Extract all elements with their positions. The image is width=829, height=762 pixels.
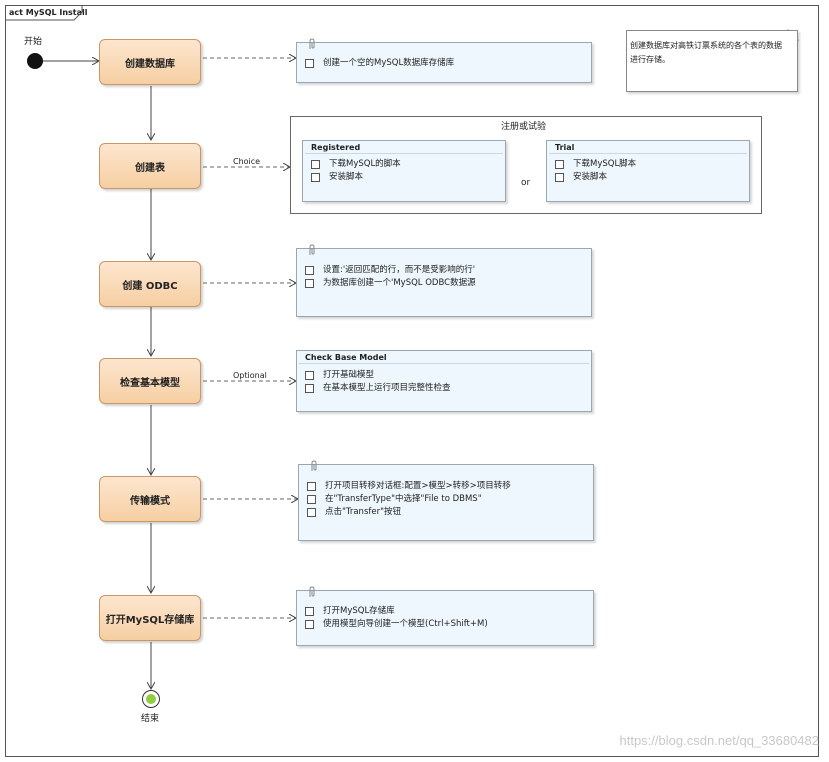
side-note-line-2: 进行存储。 <box>630 55 670 64</box>
checkbox[interactable] <box>305 607 314 616</box>
checklist-item[interactable]: 创建一个空的MySQL数据库存储库 <box>305 57 591 70</box>
note-create-odbc[interactable]: 设置:'返回匹配的行，而不是受影响的行' 为数据库创建一个'MySQL ODBC… <box>296 244 592 317</box>
checkbox[interactable] <box>307 495 316 504</box>
action-create-odbc[interactable]: 创建 ODBC <box>99 261 201 307</box>
note-check-base-model[interactable]: Check Base Model 打开基础模型 在基本模型上运行项目完整性检查 <box>296 350 592 412</box>
choice-region-title: 注册或试验 <box>501 122 547 132</box>
checklist-item[interactable]: 安装脚本 <box>555 171 749 184</box>
diagram-frame <box>5 5 819 757</box>
watermark-text: https://blog.csdn.net/qq_33680482 <box>619 733 820 748</box>
checklist-item[interactable]: 打开基础模型 <box>305 369 591 382</box>
checkbox[interactable] <box>305 384 314 393</box>
checklist-item[interactable]: 下载MySQL脚本 <box>555 158 749 171</box>
note-transfer-mode[interactable]: 打开项目转移对话框:配置>模型>转移>项目转移 在"TransferType"中… <box>298 460 594 541</box>
checklist-item[interactable]: 打开项目转移对话框:配置>模型>转移>项目转移 <box>307 480 593 493</box>
checkbox[interactable] <box>311 160 320 169</box>
note-trial-title: Trial <box>549 141 747 154</box>
checklist-item[interactable]: 使用模型向导创建一个模型(Ctrl+Shift+M) <box>305 618 593 631</box>
checkbox[interactable] <box>305 279 314 288</box>
checklist-item[interactable]: 在基本模型上运行项目完整性检查 <box>305 382 591 395</box>
checklist-item[interactable]: 为数据库创建一个'MySQL ODBC数据源 <box>305 277 591 290</box>
note-registered[interactable]: Registered 下载MySQL的脚本 安装脚本 <box>302 140 506 202</box>
edge-label-optional: Optional <box>233 371 267 380</box>
checklist-item[interactable]: 点击"Transfer"按钮 <box>307 506 593 519</box>
checkbox[interactable] <box>555 173 564 182</box>
checkbox[interactable] <box>307 482 316 491</box>
paperclip-icon <box>309 586 315 597</box>
side-note-line-1: 创建数据库对高铁订票系统的各个表的数据 <box>630 41 782 50</box>
note-create-database[interactable]: 创建一个空的MySQL数据库存储库 <box>296 38 592 83</box>
paperclip-icon <box>309 38 315 49</box>
checkbox[interactable] <box>305 266 314 275</box>
start-label: 开始 <box>24 37 43 47</box>
checkbox[interactable] <box>305 59 314 68</box>
note-open-repository[interactable]: 打开MySQL存储库 使用模型向导创建一个模型(Ctrl+Shift+M) <box>296 586 594 646</box>
edge-label-choice: Choice <box>233 157 261 166</box>
checkbox[interactable] <box>311 173 320 182</box>
action-check-base-model[interactable]: 检查基本模型 <box>99 358 201 404</box>
action-create-database[interactable]: 创建数据库 <box>99 39 201 85</box>
checklist-item[interactable]: 下载MySQL的脚本 <box>311 158 505 171</box>
checklist-item[interactable]: 设置:'返回匹配的行，而不是受影响的行' <box>305 264 591 277</box>
frame-title: act MySQL Install <box>9 8 88 17</box>
note-trial[interactable]: Trial 下载MySQL脚本 安装脚本 <box>546 140 750 202</box>
side-text-note: 创建数据库对高铁订票系统的各个表的数据 进行存储。 <box>626 30 798 92</box>
checklist-item[interactable]: 在"TransferType"中选择"File to DBMS" <box>307 493 593 506</box>
choice-region: 注册或试验 or Registered 下载MySQL的脚本 安装脚本 Tria… <box>290 116 762 214</box>
action-transfer-mode[interactable]: 传输模式 <box>99 476 201 522</box>
checkbox[interactable] <box>555 160 564 169</box>
action-create-table[interactable]: 创建表 <box>99 143 201 189</box>
checkbox[interactable] <box>307 508 316 517</box>
checkbox[interactable] <box>305 620 314 629</box>
note-registered-title: Registered <box>305 141 503 154</box>
end-label: 结束 <box>141 714 160 724</box>
action-open-repository[interactable]: 打开MySQL存储库 <box>99 595 201 641</box>
checkbox[interactable] <box>305 371 314 380</box>
note-check-base-model-title: Check Base Model <box>299 351 589 364</box>
or-label: or <box>521 178 531 188</box>
paperclip-icon <box>309 244 315 255</box>
checklist-item[interactable]: 安装脚本 <box>311 171 505 184</box>
paperclip-icon <box>311 460 317 471</box>
checklist-item[interactable]: 打开MySQL存储库 <box>305 605 593 618</box>
